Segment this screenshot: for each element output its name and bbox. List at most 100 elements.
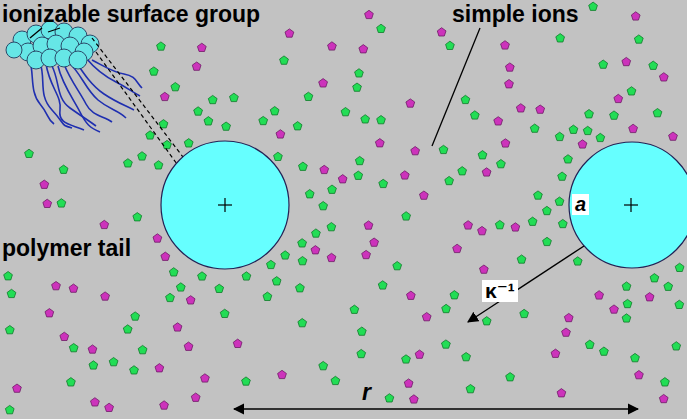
counter-ion (272, 277, 281, 285)
counter-ion (194, 107, 203, 115)
counter-ion (220, 309, 229, 317)
counter-ion (664, 282, 673, 290)
counter-ion (385, 394, 394, 402)
counter-ion (379, 179, 388, 187)
counter-ion (270, 107, 279, 115)
co-ion (338, 175, 347, 183)
co-ion (437, 28, 446, 36)
counter-ion (378, 281, 387, 289)
counter-ion (555, 132, 564, 140)
co-ion (501, 139, 510, 147)
counter-ion (355, 156, 364, 164)
co-ion (285, 29, 294, 37)
counter-ion (569, 125, 578, 133)
counter-ion (57, 199, 66, 207)
co-ion (629, 124, 638, 132)
surface-group-cluster (6, 21, 99, 69)
counter-ion (350, 305, 359, 313)
counter-ion (520, 309, 529, 317)
counter-ion (169, 268, 178, 276)
co-ion (411, 147, 420, 155)
counter-ion (661, 378, 670, 386)
counter-ion (589, 2, 598, 10)
co-ion (155, 364, 164, 372)
counter-ion (341, 108, 350, 116)
counter-ion (298, 257, 307, 265)
counter-ion (59, 165, 68, 173)
counter-ion (558, 172, 567, 180)
counter-ion (133, 213, 142, 221)
co-ion (105, 403, 114, 411)
counter-ion (319, 361, 328, 369)
counter-ion (298, 319, 307, 327)
counter-ion (675, 263, 684, 271)
co-ion (464, 221, 473, 229)
counter-ion (7, 289, 16, 297)
co-ion (359, 45, 368, 53)
counter-ion (543, 206, 552, 214)
co-ion (370, 238, 379, 246)
counter-ion (634, 35, 643, 43)
co-ion (453, 244, 462, 252)
counter-ion (585, 340, 594, 348)
counter-ion (573, 257, 582, 265)
co-ion (160, 92, 169, 100)
counter-ion (230, 93, 239, 101)
counter-ion (293, 122, 302, 130)
counter-ion (357, 349, 366, 357)
counter-ion (259, 116, 268, 124)
polymer-tails (30, 58, 142, 132)
co-ion (319, 79, 328, 87)
counter-ion (530, 124, 539, 132)
co-ion (365, 10, 374, 18)
counter-ion (558, 219, 567, 227)
counter-ion (402, 212, 411, 220)
co-ion (511, 223, 520, 231)
counter-ion (319, 202, 328, 210)
co-ion (191, 393, 200, 401)
counter-ion (267, 260, 276, 268)
co-ion (276, 130, 285, 138)
co-ion (401, 171, 410, 179)
counter-ion (675, 300, 684, 308)
co-ion (410, 395, 419, 403)
co-ion (506, 63, 515, 71)
counter-ion (377, 24, 386, 32)
counter-ion (198, 272, 207, 280)
counter-ion (650, 274, 659, 282)
counter-ion (5, 405, 14, 413)
counter-ion (649, 61, 658, 69)
counter-ion (5, 326, 14, 334)
counter-ion (327, 223, 336, 231)
co-ion (557, 389, 566, 397)
counter-ion (600, 347, 609, 355)
counter-ion (461, 95, 470, 103)
counter-ion (69, 344, 78, 352)
counter-ion (442, 340, 451, 348)
counter-ion (163, 140, 172, 148)
counter-ion (131, 312, 140, 320)
counter-ion (312, 229, 321, 237)
co-ion (551, 349, 560, 357)
co-ion (578, 140, 587, 148)
counter-ion (204, 117, 213, 125)
counter-ion (357, 327, 366, 335)
counter-ion (555, 197, 564, 205)
co-ion (659, 394, 668, 402)
counter-ion (445, 176, 454, 184)
counter-ion (361, 115, 370, 123)
co-ion (631, 12, 640, 20)
counter-ion (130, 366, 139, 374)
counter-ion (556, 34, 565, 42)
co-ion (186, 296, 195, 304)
counter-ion (184, 139, 193, 147)
co-ion (404, 379, 413, 387)
co-ion (320, 165, 329, 173)
co-ion (233, 339, 242, 347)
co-ion (311, 246, 320, 254)
counter-ion (215, 284, 224, 292)
co-ion (494, 117, 503, 125)
colloid-particles (161, 141, 687, 269)
counter-ion (446, 41, 455, 49)
counter-ion (281, 251, 290, 259)
